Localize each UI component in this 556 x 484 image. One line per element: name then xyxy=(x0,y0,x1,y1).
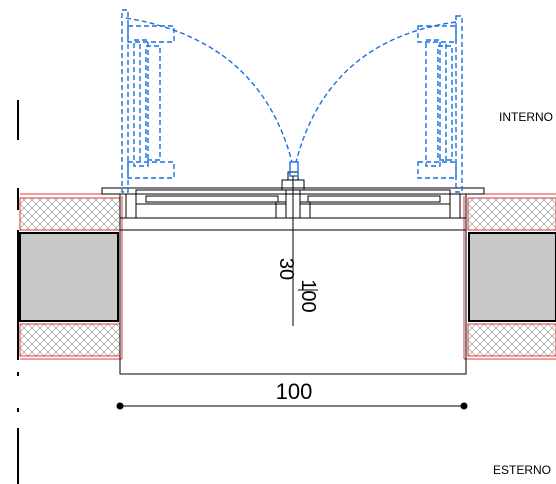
right-wall-section xyxy=(463,193,556,360)
dimension-height-numerator: 100 xyxy=(297,279,319,312)
interior-label: INTERNO xyxy=(499,110,553,124)
door-swing-right xyxy=(295,15,463,193)
door-hinge-center xyxy=(289,161,299,177)
dimension-height-denominator: 30 xyxy=(275,258,297,280)
dimension-width-label: 100 xyxy=(276,379,313,404)
dimension-height: 100 30 xyxy=(275,258,319,313)
dimension-width: 100 xyxy=(116,379,468,410)
door-swing-left xyxy=(121,9,293,193)
left-wall-section xyxy=(19,193,123,360)
exterior-label: ESTERNO xyxy=(493,463,551,477)
